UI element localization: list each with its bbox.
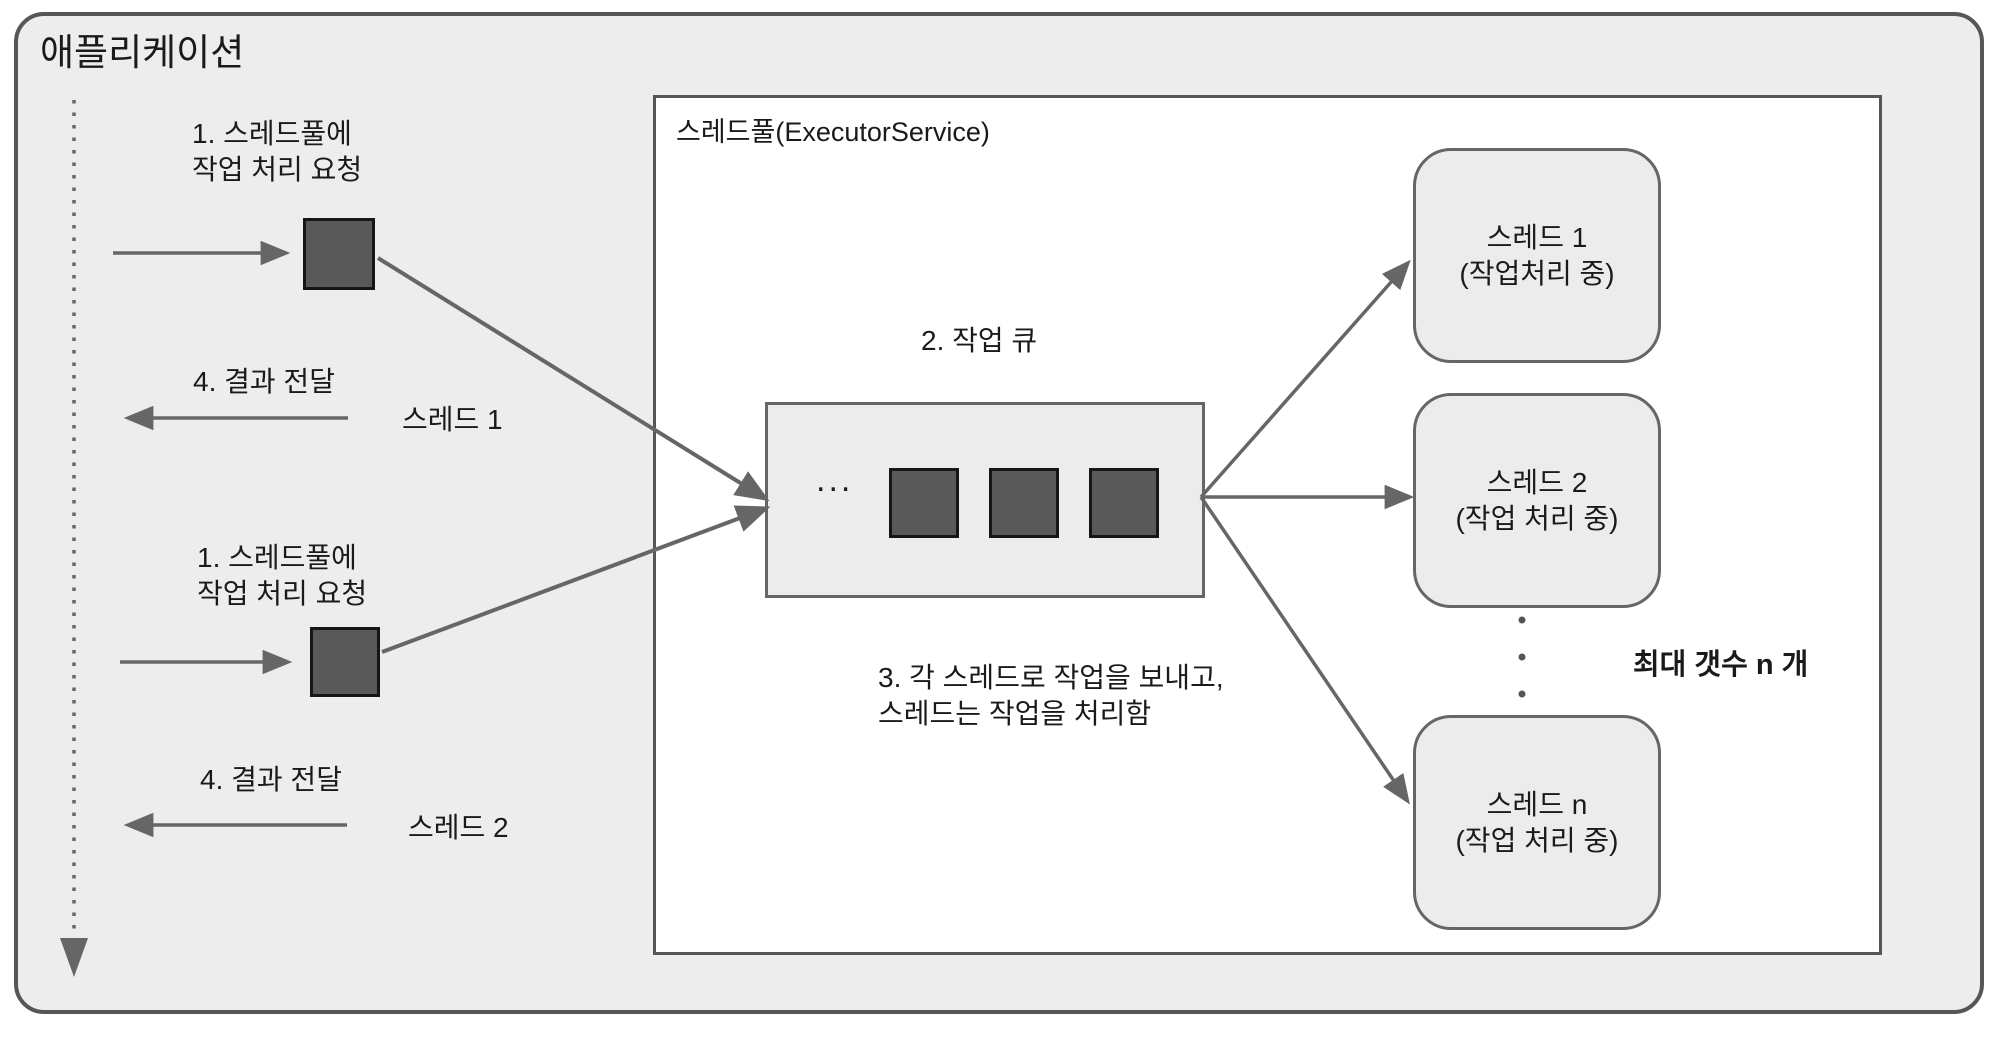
worker-thread-box-2: 스레드 2 (작업 처리 중)	[1413, 393, 1661, 608]
worker-thread-n-status: (작업 처리 중)	[1455, 824, 1619, 856]
worker-thread-box-n: 스레드 n (작업 처리 중)	[1413, 715, 1661, 930]
worker-thread-n-name: 스레드 n	[1486, 788, 1588, 820]
worker-thread-2-name: 스레드 2	[1486, 466, 1588, 498]
request-2-line1: 1. 스레드풀에	[197, 542, 357, 573]
request-1-line1: 1. 스레드풀에	[192, 118, 352, 149]
step3-line1: 3. 각 스레드로 작업을 보내고,	[878, 662, 1224, 693]
request-1-line2: 작업 처리 요청	[192, 154, 363, 185]
queued-task-square-2	[989, 468, 1059, 538]
max-count-label: 최대 갯수 n 개	[1633, 649, 1809, 681]
worker-thread-box-1: 스레드 1 (작업처리 중)	[1413, 148, 1661, 363]
work-queue-box: ...	[765, 402, 1205, 598]
queued-task-square-3	[1089, 468, 1159, 538]
request-1-label: 1. 스레드풀에 작업 처리 요청	[192, 116, 362, 188]
worker-thread-1-status: (작업처리 중)	[1459, 257, 1615, 289]
step3-line2: 스레드는 작업을 처리함	[878, 698, 1152, 729]
caller-thread-1-label: 스레드 1	[402, 404, 503, 435]
result-2-label: 4. 결과 전달	[200, 764, 342, 795]
threadpool-box: 스레드풀(ExecutorService) 2. 작업 큐 ... 3. 각 스…	[653, 95, 1882, 955]
request-2-label: 1. 스레드풀에 작업 처리 요청	[197, 540, 367, 612]
task-square-2	[310, 627, 380, 697]
step3-label: 3. 각 스레드로 작업을 보내고, 스레드는 작업을 처리함	[878, 660, 1224, 732]
worker-thread-1-name: 스레드 1	[1486, 221, 1588, 253]
result-1-label: 4. 결과 전달	[193, 366, 335, 397]
task-square-1	[303, 218, 375, 290]
queue-ellipsis: ...	[816, 461, 854, 499]
queue-label: 2. 작업 큐	[921, 325, 1038, 356]
queued-task-square-1	[889, 468, 959, 538]
caller-thread-2-label: 스레드 2	[408, 812, 509, 843]
application-title: 애플리케이션	[40, 32, 245, 73]
request-2-line2: 작업 처리 요청	[197, 578, 368, 609]
worker-thread-2-status: (작업 처리 중)	[1455, 502, 1619, 534]
threadpool-title: 스레드풀(ExecutorService)	[676, 117, 990, 147]
